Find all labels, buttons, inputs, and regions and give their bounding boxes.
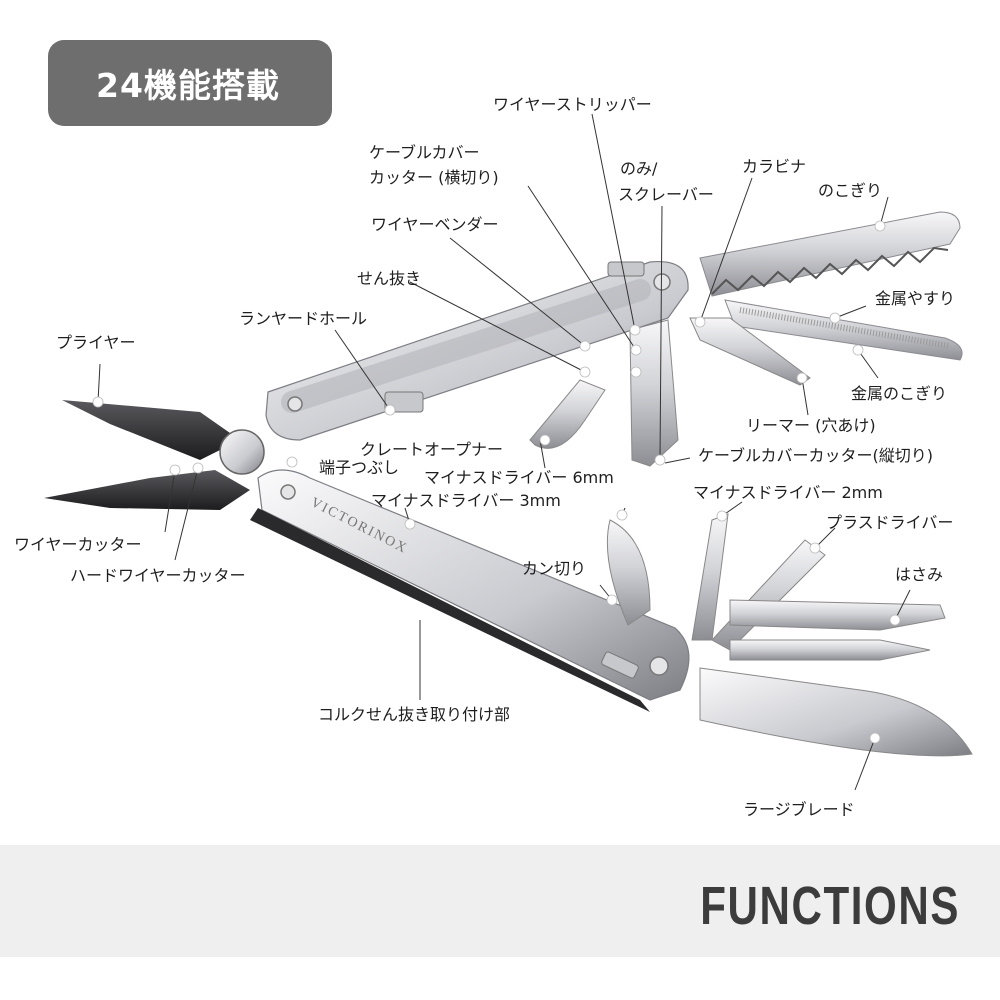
label-lanyard-hole: ランヤードホール bbox=[239, 309, 367, 328]
metal-file bbox=[724, 299, 963, 361]
label-wire-bender: ワイヤーベンダー bbox=[371, 215, 499, 234]
saw-blade bbox=[699, 211, 961, 297]
footer-title: FUNCTIONS bbox=[700, 876, 960, 936]
label-scissors: はさみ bbox=[895, 565, 943, 584]
label-wire-cutter: ワイヤーカッター bbox=[14, 535, 142, 554]
label-flat-driver-6: マイナスドライバー 6mm bbox=[424, 468, 614, 487]
label-hard-wire-cutter: ハードワイヤーカッター bbox=[70, 566, 246, 585]
label-phillips: プラスドライバー bbox=[826, 513, 953, 532]
label-cable-cover-cutter-h2: カッター (横切り) bbox=[369, 168, 499, 187]
middle-tools bbox=[529, 317, 811, 467]
callout-dots bbox=[92, 220, 901, 744]
label-flat-driver-3: マイナスドライバー 3mm bbox=[371, 491, 561, 510]
label-metal-file: 金属やすり bbox=[875, 289, 955, 308]
label-wire-stripper: ワイヤーストリッパー bbox=[493, 95, 652, 114]
feature-count-badge: 24機能搭載 bbox=[48, 40, 332, 126]
label-can-opener: カン切り bbox=[522, 559, 586, 578]
label-metal-saw: 金属のこぎり bbox=[851, 384, 947, 403]
label-crate-opener: クレートオープナー bbox=[360, 440, 503, 459]
label-crimper: 端子つぶし bbox=[319, 458, 399, 477]
label-corkscrew-mount: コルクせん抜き取り付け部 bbox=[318, 705, 510, 724]
label-chisel-2: スクレーバー bbox=[618, 185, 714, 204]
upper-handle bbox=[265, 260, 689, 441]
label-reamer: リーマー (穴あけ) bbox=[746, 416, 876, 435]
label-large-blade: ラージブレード bbox=[743, 800, 855, 819]
multitool-diagram: VICTORINOX bbox=[14, 95, 973, 819]
label-pliers: プライヤー bbox=[56, 333, 136, 352]
label-chisel-1: のみ/ bbox=[620, 159, 658, 178]
label-flat-driver-2: マイナスドライバー 2mm bbox=[693, 483, 883, 502]
label-saw: のこぎり bbox=[818, 181, 882, 200]
footer-band: FUNCTIONS bbox=[0, 845, 1000, 957]
label-cable-cover-cutter-h1: ケーブルカバー bbox=[369, 143, 480, 162]
feature-labels: ワイヤーストリッパー ケーブルカバー カッター (横切り) のみ/ スクレーバー… bbox=[14, 95, 955, 819]
pliers-jaws bbox=[44, 400, 265, 510]
label-carabiner: カラビナ bbox=[742, 157, 806, 176]
leader-lines bbox=[97, 113, 911, 791]
label-cable-cover-cutter-v: ケーブルカバーカッター(縦切り) bbox=[698, 446, 933, 465]
badge-text: 24機能搭載 bbox=[96, 66, 280, 105]
lower-handle: VICTORINOX bbox=[250, 469, 690, 712]
label-cork-remover: せん抜き bbox=[357, 269, 421, 288]
